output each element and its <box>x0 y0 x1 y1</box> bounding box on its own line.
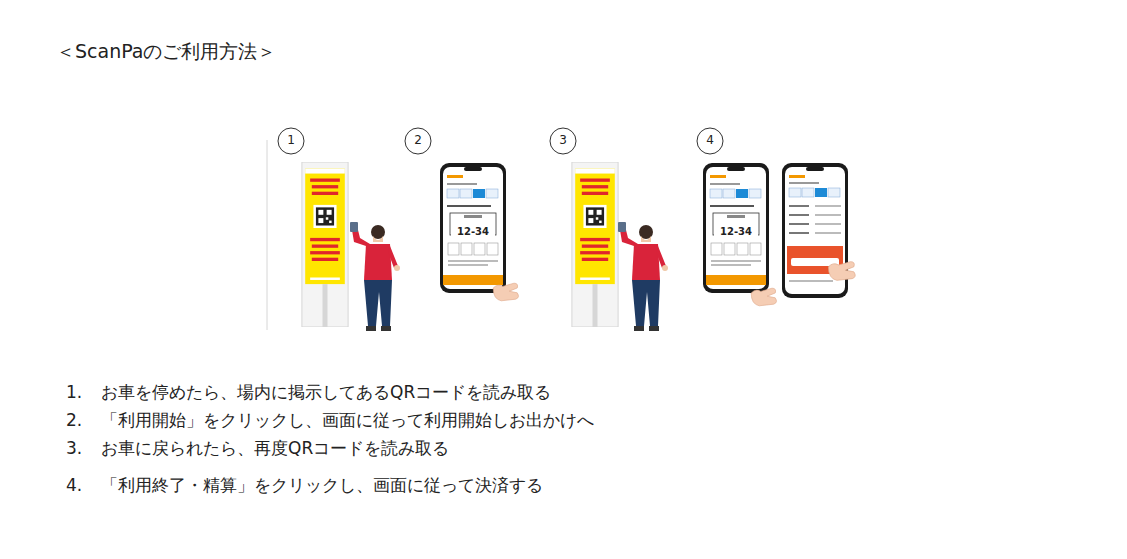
callout-number: 3 <box>550 133 576 147</box>
step-number: 4. <box>66 475 82 495</box>
step-number: 1. <box>66 382 82 402</box>
plate-number: 12-34 <box>714 226 758 238</box>
plate-number: 12-34 <box>451 226 495 238</box>
step-number: 2. <box>66 410 82 430</box>
step-text: 「利用開始」をクリックし、画面に従って利用開始しお出かけへ <box>101 410 594 430</box>
step-number: 3. <box>66 438 82 458</box>
title: ＜ScanPaのご利用方法＞ <box>56 40 276 63</box>
callout-number: 4 <box>697 133 723 147</box>
step-text: お車を停めたら、場内に掲示してあるQRコードを読み取る <box>101 382 551 402</box>
step-text: お車に戻られたら、再度QRコードを読み取る <box>101 438 449 458</box>
step-text: 「利用終了・精算」をクリックし、画面に従って決済する <box>101 475 543 495</box>
callout-number: 1 <box>278 133 304 147</box>
callout-number: 2 <box>405 133 431 147</box>
